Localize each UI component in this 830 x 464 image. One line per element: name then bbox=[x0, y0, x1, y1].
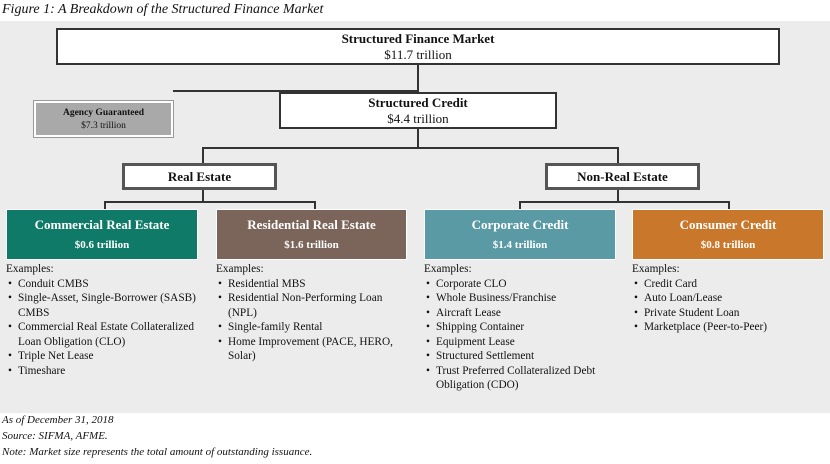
commercial-real-estate-value: $0.6 trillion bbox=[74, 239, 130, 251]
corporate-credit-value: $1.4 trillion bbox=[492, 239, 548, 251]
note-source: Source: SIFMA, AFME. bbox=[2, 430, 108, 442]
list-item: Timeshare bbox=[8, 364, 198, 379]
commercial-real-estate-examples: Examples: Conduit CMBS Single-Asset, Sin… bbox=[6, 262, 198, 378]
list-item: Residential MBS bbox=[218, 277, 412, 292]
connector-category-bar bbox=[202, 147, 619, 149]
figure-title: Figure 1: A Breakdown of the Structured … bbox=[2, 2, 324, 17]
structured-finance-market-value: $11.7 trillion bbox=[384, 47, 452, 62]
connector-non-real-estate-bar bbox=[519, 201, 730, 203]
residential-real-estate-value: $1.6 trillion bbox=[284, 239, 339, 251]
real-estate-label: Real Estate bbox=[167, 168, 232, 184]
consumer-credit-examples: Examples: Credit Card Auto Loan/Lease Pr… bbox=[632, 262, 824, 335]
connector-to-consumer bbox=[728, 201, 730, 210]
note-market-size: Note: Market size represents the total a… bbox=[2, 446, 313, 458]
residential-real-estate-examples: Examples: Residential MBS Residential No… bbox=[216, 262, 412, 364]
list-item: Equipment Lease bbox=[426, 335, 624, 350]
connector-to-non-real-estate bbox=[617, 147, 619, 164]
structured-credit-value: $4.4 trillion bbox=[387, 111, 449, 126]
list-item: Single-family Rental bbox=[218, 320, 412, 335]
connector-to-corporate bbox=[519, 201, 521, 210]
list-item: Residential Non-Performing Loan (NPL) bbox=[218, 291, 412, 320]
figure-notes: As of December 31, 2018 Source: SIFMA, A… bbox=[2, 412, 312, 460]
connector-to-residential bbox=[314, 201, 316, 210]
connector-agency-branch bbox=[173, 90, 419, 92]
connector-real-estate-down bbox=[202, 189, 204, 202]
connector-real-estate-bar bbox=[104, 201, 316, 203]
list-item: Credit Card bbox=[634, 277, 824, 292]
connector-to-real-estate bbox=[202, 147, 204, 164]
connector-non-real-estate-down bbox=[617, 189, 619, 202]
structured-finance-market-title: Structured Finance Market bbox=[341, 31, 495, 46]
connector-to-commercial bbox=[104, 201, 106, 210]
list-item: Triple Net Lease bbox=[8, 349, 198, 364]
commercial-real-estate-title: Commercial Real Estate bbox=[34, 217, 170, 232]
list-item: Shipping Container bbox=[426, 320, 624, 335]
examples-label: Examples: bbox=[6, 263, 54, 275]
list-item: Marketplace (Peer-to-Peer) bbox=[634, 320, 824, 335]
agency-guaranteed-title: Agency Guaranteed bbox=[62, 107, 144, 118]
commercial-real-estate-box: Commercial Real Estate $0.6 trillion bbox=[6, 209, 198, 260]
list-item: Conduit CMBS bbox=[8, 277, 198, 292]
residential-real-estate-box: Residential Real Estate $1.6 trillion bbox=[216, 209, 407, 260]
real-estate-box: Real Estate bbox=[122, 163, 277, 190]
list-item: Single-Asset, Single-Borrower (SASB) CMB… bbox=[8, 291, 198, 320]
list-item: Private Student Loan bbox=[634, 306, 824, 321]
consumer-credit-title: Consumer Credit bbox=[679, 217, 777, 232]
corporate-credit-box: Corporate Credit $1.4 trillion bbox=[424, 209, 616, 260]
list-item: Structured Settlement bbox=[426, 349, 624, 364]
residential-real-estate-title: Residential Real Estate bbox=[247, 217, 376, 232]
note-date: As of December 31, 2018 bbox=[2, 414, 114, 426]
list-item: Auto Loan/Lease bbox=[634, 291, 824, 306]
corporate-credit-examples: Examples: Corporate CLO Whole Business/F… bbox=[424, 262, 624, 393]
list-item: Aircraft Lease bbox=[426, 306, 624, 321]
list-item: Trust Preferred Collateralized Debt Obli… bbox=[426, 364, 624, 393]
non-real-estate-box: Non-Real Estate bbox=[545, 163, 700, 190]
agency-guaranteed-box: Agency Guaranteed $7.3 trillion bbox=[33, 100, 174, 138]
non-real-estate-label: Non-Real Estate bbox=[577, 168, 668, 184]
structured-credit-box: Structured Credit $4.4 trillion bbox=[279, 92, 557, 129]
corporate-credit-title: Corporate Credit bbox=[471, 217, 569, 232]
list-item: Whole Business/Franchise bbox=[426, 291, 624, 306]
list-item: Corporate CLO bbox=[426, 277, 624, 292]
consumer-credit-box: Consumer Credit $0.8 trillion bbox=[632, 209, 824, 260]
examples-label: Examples: bbox=[216, 263, 264, 275]
examples-label: Examples: bbox=[632, 263, 680, 275]
list-item: Commercial Real Estate Collateralized Lo… bbox=[8, 320, 198, 349]
structured-credit-title: Structured Credit bbox=[368, 95, 468, 110]
connector-top-to-structured bbox=[417, 64, 419, 92]
consumer-credit-value: $0.8 trillion bbox=[700, 239, 756, 251]
connector-structured-down bbox=[417, 128, 419, 148]
agency-guaranteed-value: $7.3 trillion bbox=[81, 120, 126, 131]
examples-label: Examples: bbox=[424, 263, 472, 275]
structured-finance-market-box: Structured Finance Market $11.7 trillion bbox=[56, 28, 780, 65]
list-item: Home Improvement (PACE, HERO, Solar) bbox=[218, 335, 412, 364]
